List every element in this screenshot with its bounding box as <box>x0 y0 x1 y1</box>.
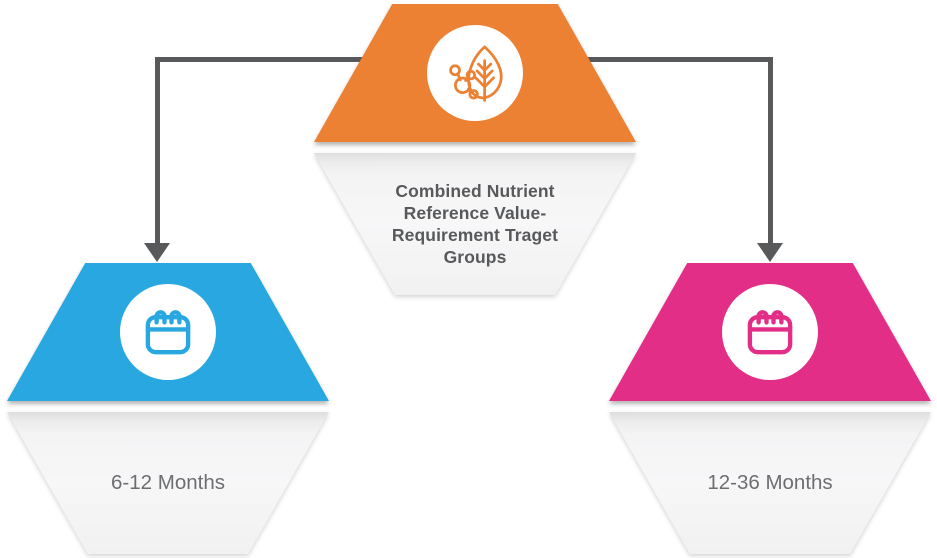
node-6-12-months-header <box>7 263 329 401</box>
node-12-36-months-body: 12-36 Months <box>609 412 931 554</box>
arrow-down-icon <box>757 243 783 262</box>
connector-left-horizontal <box>155 57 367 62</box>
node-label: 12-36 Months <box>707 471 833 494</box>
title-line: Reference Value- <box>403 203 547 223</box>
title-line: Groups <box>443 247 507 267</box>
node-6-12-months-body: 6-12 Months <box>7 412 329 554</box>
calendar-icon <box>145 310 191 355</box>
connector-right-horizontal <box>582 57 773 62</box>
icon-circle <box>120 284 216 380</box>
node-12-36-months-header <box>609 263 931 401</box>
node-label: 6-12 Months <box>111 471 225 494</box>
title-line: Combined Nutrient <box>395 181 555 201</box>
connector-right-vertical <box>768 57 773 244</box>
node-root: Combined Nutrient Reference Value- Requi… <box>314 4 636 295</box>
connector-left-vertical <box>155 57 160 244</box>
calendar-icon <box>747 310 793 355</box>
arrow-down-icon <box>144 243 170 262</box>
nutrition-icon <box>449 45 503 102</box>
title-line: Requirement Traget <box>391 225 559 245</box>
node-root-body: Combined Nutrient Reference Value- Requi… <box>314 153 636 295</box>
node-6-12-months: 6-12 Months <box>7 263 329 554</box>
node-root-header <box>314 4 636 142</box>
icon-circle <box>722 284 818 380</box>
node-12-36-months: 12-36 Months <box>609 263 931 554</box>
icon-circle <box>427 25 523 121</box>
node-root-title: Combined Nutrient Reference Value- Requi… <box>392 180 558 268</box>
